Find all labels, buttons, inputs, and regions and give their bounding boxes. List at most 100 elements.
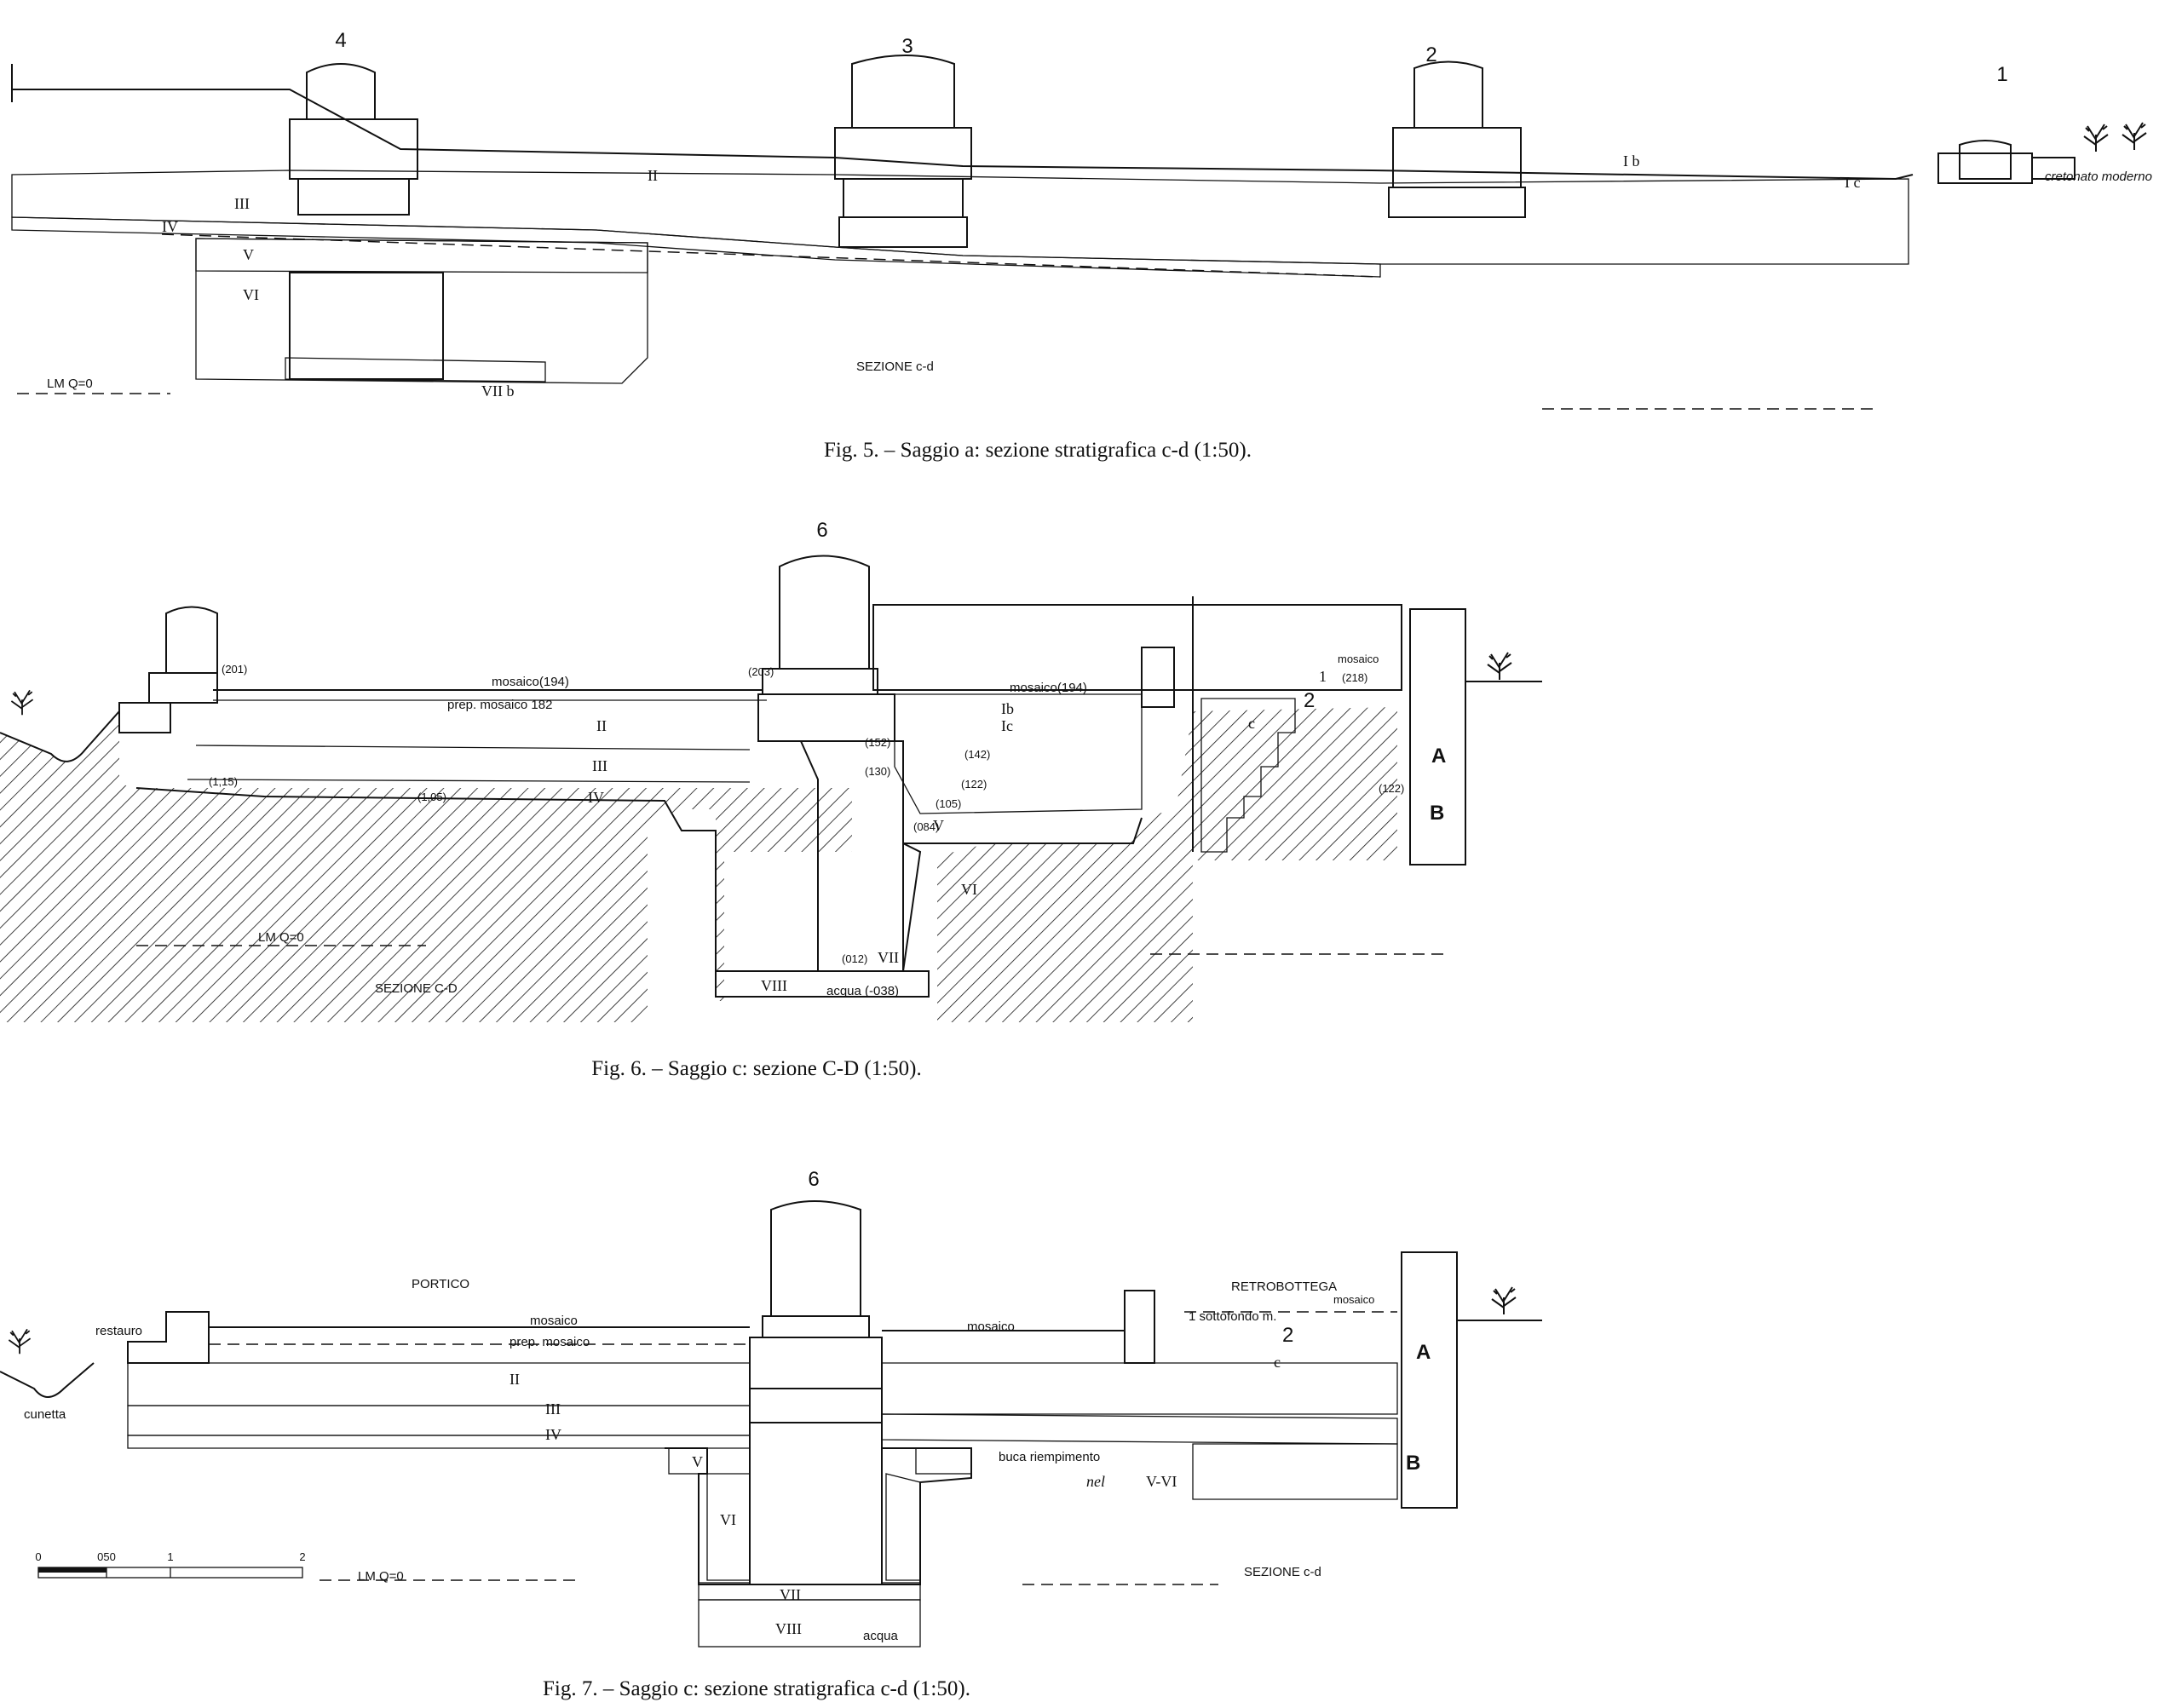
fig7-scale-bar xyxy=(37,1567,303,1579)
fig5-pillar-4 xyxy=(289,63,418,216)
fig7-label-prep-mosaico: prep. mosaico xyxy=(510,1335,590,1349)
fig7-wall-b: B xyxy=(1406,1452,1420,1475)
fig7-label-restauro: restauro xyxy=(95,1324,142,1338)
fig6-wall-b: B xyxy=(1430,802,1444,825)
fig6-wall-joint xyxy=(1141,647,1175,708)
fig6-datum-label: LM Q=0 xyxy=(258,930,304,945)
fig7-label-buca: buca riempimento xyxy=(999,1450,1100,1464)
fig5-layer-v xyxy=(195,238,648,273)
fig5-layer-vi: VI xyxy=(243,286,259,303)
fig7-label-portico: PORTICO xyxy=(412,1277,469,1291)
fig6-elev-012: (012) xyxy=(842,952,867,965)
fig7-pillar-number: 6 xyxy=(808,1168,819,1191)
fig7-label-retrobottega: RETROBOTTEGA xyxy=(1231,1280,1337,1294)
fig7-layer-viii: VIII xyxy=(775,1620,802,1637)
fig7-label-mosaico-left: mosaico xyxy=(530,1314,578,1328)
fig7-section xyxy=(0,1200,1542,1648)
fig7-layer-ii-right xyxy=(881,1362,1398,1415)
fig7-label-mosaico-rb: mosaico xyxy=(1333,1293,1374,1306)
fig5-layer-ic: I c xyxy=(1845,174,1860,191)
fig6-layer-one: 1 xyxy=(1319,668,1327,685)
fig6-layer-ic: Ic xyxy=(1001,717,1013,734)
fig6-layer-v: V xyxy=(933,817,944,834)
fig7-layer-ii: II xyxy=(510,1371,520,1388)
fig6-ground-left xyxy=(0,710,120,762)
fig5-pillar4-foundation xyxy=(289,272,444,380)
fig6-label-mosaico: mosaico xyxy=(1338,653,1379,665)
fig7-layer-iii: III xyxy=(545,1400,561,1418)
fig6-elev-105b: (105) xyxy=(936,797,961,810)
fig7-layer-v-left xyxy=(668,1447,708,1475)
fig6-elev-130: (130) xyxy=(865,765,890,778)
fig6-label-prep-mosaico: prep. mosaico 182 xyxy=(447,698,552,712)
fig7-wall-a: A xyxy=(1416,1341,1431,1364)
fig7-layer-two: 2 xyxy=(1282,1324,1293,1347)
fig6-label-acqua: acqua (-038) xyxy=(826,984,899,998)
fig6-label-mosaico-194b: mosaico(194) xyxy=(1010,681,1087,695)
fig6-layer-c: c xyxy=(1248,715,1255,732)
fig5-layer-viib xyxy=(285,357,546,382)
fig7-label-vvi: V-VI xyxy=(1146,1473,1177,1490)
fig7-layer-c: c xyxy=(1274,1354,1281,1371)
fig6-left-step xyxy=(118,702,171,733)
fig5-ground-line xyxy=(12,89,1914,181)
fig7-layer-iii xyxy=(127,1405,751,1436)
fig5-section xyxy=(11,55,2147,410)
fig5-section-label: SEZIONE c-d xyxy=(856,359,934,374)
fig7-layer-viii xyxy=(698,1599,921,1648)
fig6-masonry-wall xyxy=(872,604,1402,691)
fig6-elev-152: (152) xyxy=(865,736,890,749)
fig5-datum-label: LM Q=0 xyxy=(47,377,93,391)
fig6-section xyxy=(0,555,1542,1022)
fig5-pillar1-number: 1 xyxy=(1996,63,2007,86)
fig7-label-nel: nel xyxy=(1086,1473,1105,1490)
fig5-pillar-1 xyxy=(1937,140,2075,184)
fig6-label-mosaico-194: mosaico(194) xyxy=(492,675,569,689)
fig5-pillar-3 xyxy=(834,55,972,248)
fig7-ground-left xyxy=(0,1362,95,1398)
fig6-stepped-layers xyxy=(1200,698,1296,853)
fig6-elev-084: (084) xyxy=(913,820,939,833)
fig7-scale-tick-1: 1 xyxy=(167,1550,173,1563)
fig6-elev-142: (142) xyxy=(964,748,990,761)
fig7-pillar-6 xyxy=(749,1200,883,1585)
fig7-layer-v: V xyxy=(692,1453,703,1470)
fig6-layers-ib-iv xyxy=(894,693,1143,814)
fig6-elev-201: (201) xyxy=(222,663,247,676)
fig5-layer-ib: I b xyxy=(1623,152,1640,170)
fig5-layer-viib: VII b xyxy=(481,382,515,400)
fig7-layer-iv xyxy=(127,1435,751,1449)
fig6-layer-vi: VI xyxy=(961,881,977,898)
fig5-layer-v: V xyxy=(243,246,254,263)
fig7-layer-vi: VI xyxy=(720,1511,736,1528)
fig7-scale-tick-0: 0 xyxy=(35,1550,41,1563)
fig6-elev-122: (122) xyxy=(961,778,987,791)
fig6-elev-203: (203) xyxy=(748,665,774,678)
fig7-layer-iv-right xyxy=(881,1413,1398,1445)
fig6-layer-viii: VIII xyxy=(761,977,787,994)
fig5-pillar4-number: 4 xyxy=(335,29,346,52)
fig6-caption: Fig. 6. – Saggio c: sezione C-D (1:50). xyxy=(591,1057,921,1080)
fig7-wall-stub xyxy=(1124,1290,1155,1364)
fig6-pillar-6 xyxy=(757,555,922,972)
fig7-datum-label: LM Q=0 xyxy=(358,1569,404,1584)
fig6-elev-218: (218) xyxy=(1342,671,1367,684)
fig7-section-label: SEZIONE c-d xyxy=(1244,1565,1321,1579)
fig6-elev-122b: (122) xyxy=(1379,782,1404,795)
fig6-layer-two: 2 xyxy=(1304,689,1315,712)
fig7-layer-iv: IV xyxy=(545,1426,561,1443)
fig6-layer-iii-line xyxy=(187,779,751,783)
fig6-pillar-number: 6 xyxy=(816,519,827,542)
fig5-label-modern: cretonato moderno xyxy=(2045,170,2152,184)
fig6-elev-105: (1,05) xyxy=(417,791,446,803)
fig7-layer-vii: VII xyxy=(780,1586,801,1603)
fig6-layer-ib: Ib xyxy=(1001,700,1014,717)
fig7-label-acqua: acqua xyxy=(863,1629,899,1643)
fig7-scale-tick-2: 2 xyxy=(299,1550,305,1563)
fig6-section-label: SEZIONE C-D xyxy=(375,981,458,996)
fig7-label-mosaico-right: mosaico xyxy=(967,1320,1015,1334)
fig7-layer-v-right xyxy=(915,1447,972,1475)
fig6-layer-ii-line xyxy=(195,745,751,750)
fig5-dashed-level xyxy=(161,233,1381,278)
